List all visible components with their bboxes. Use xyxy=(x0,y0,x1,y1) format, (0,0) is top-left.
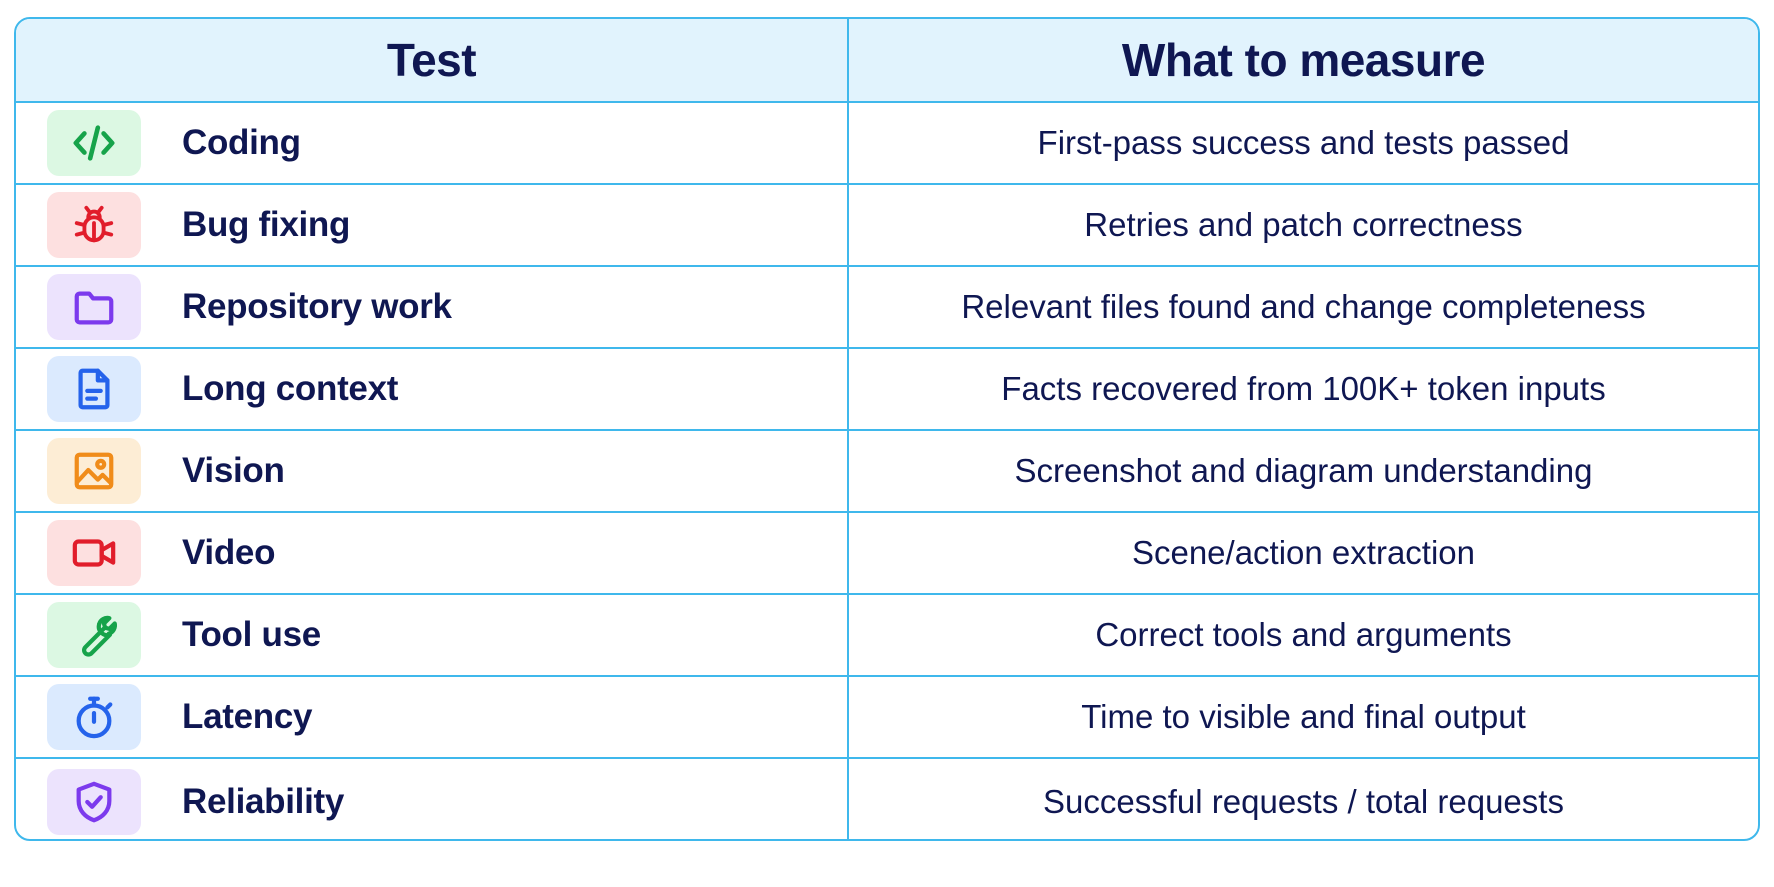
test-label: Video xyxy=(182,533,276,572)
table-row: Video Scene/action extraction xyxy=(16,513,1758,595)
table-body: Coding First-pass success and tests pass… xyxy=(16,103,1758,839)
image-icon xyxy=(47,438,141,504)
test-label: Repository work xyxy=(182,287,452,326)
evaluation-table: Test What to measure Coding First-pass s… xyxy=(14,17,1760,841)
table-row: Long context Facts recovered from 100K+ … xyxy=(16,349,1758,431)
test-cell: Bug fixing xyxy=(16,185,849,265)
table-row: Tool use Correct tools and arguments xyxy=(16,595,1758,677)
header-test: Test xyxy=(16,19,849,101)
document-icon xyxy=(47,356,141,422)
test-cell: Long context xyxy=(16,349,849,429)
stopwatch-icon xyxy=(47,684,141,750)
table-row: Latency Time to visible and final output xyxy=(16,677,1758,759)
test-label: Latency xyxy=(182,697,313,736)
header-what-to-measure: What to measure xyxy=(1121,34,1486,86)
table-row: Bug fixing Retries and patch correctness xyxy=(16,185,1758,267)
folder-icon xyxy=(47,274,141,340)
test-cell: Tool use xyxy=(16,595,849,675)
measure-cell: Successful requests / total requests xyxy=(1043,783,1564,820)
measure-cell: Facts recovered from 100K+ token inputs xyxy=(1001,370,1606,407)
bug-icon xyxy=(47,192,141,258)
test-cell: Video xyxy=(16,513,849,593)
code-icon xyxy=(47,110,141,176)
shield-check-icon xyxy=(47,769,141,835)
measure-cell: Correct tools and arguments xyxy=(1095,616,1512,653)
test-cell: Repository work xyxy=(16,267,849,347)
table-row: Repository work Relevant files found and… xyxy=(16,267,1758,349)
measure-cell: Screenshot and diagram understanding xyxy=(1014,452,1593,489)
measure-cell: Scene/action extraction xyxy=(1131,534,1476,571)
test-cell: Coding xyxy=(16,103,849,183)
test-label: Reliability xyxy=(182,782,345,821)
video-camera-icon xyxy=(47,520,141,586)
wrench-icon xyxy=(47,602,141,668)
test-label: Tool use xyxy=(182,615,321,654)
test-cell: Reliability xyxy=(16,759,849,839)
test-label: Long context xyxy=(182,369,399,408)
table-header-row: Test What to measure xyxy=(16,19,1758,103)
test-label: Coding xyxy=(182,123,301,162)
measure-cell: Retries and patch correctness xyxy=(1084,206,1523,243)
table-row: Coding First-pass success and tests pass… xyxy=(16,103,1758,185)
test-label: Bug fixing xyxy=(182,205,351,244)
table-row: Vision Screenshot and diagram understand… xyxy=(16,431,1758,513)
measure-cell: First-pass success and tests passed xyxy=(1037,124,1570,161)
table-row: Reliability Successful requests / total … xyxy=(16,759,1758,839)
measure-cell: Time to visible and final output xyxy=(1081,698,1526,735)
test-cell: Latency xyxy=(16,677,849,757)
test-label: Vision xyxy=(182,451,285,490)
test-cell: Vision xyxy=(16,431,849,511)
measure-cell: Relevant files found and change complete… xyxy=(961,288,1646,325)
